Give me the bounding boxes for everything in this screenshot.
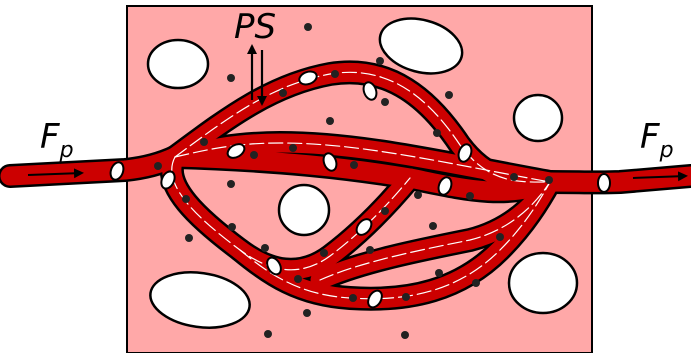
empty-space [509,253,577,313]
tracer-dot [294,275,302,283]
tracer-dot [304,23,312,31]
tracer-dot [227,74,235,82]
empty-space [148,40,208,88]
tracer-dot [182,195,190,203]
ps-label: PS [234,7,276,47]
tracer-dot [200,138,208,146]
tracer-dot [303,309,311,317]
tracer-dot [445,91,453,99]
tracer-dot [264,330,272,338]
tracer-dot [349,294,357,302]
tracer-dot [381,207,389,215]
tracer-dot [433,129,441,137]
tracer-dot [366,246,374,254]
tracer-dot [320,249,328,257]
tracer-dot [185,234,193,242]
tracer-dot [326,117,334,125]
tracer-dot [402,293,410,301]
tracer-dot [154,162,162,170]
tracer-dot [228,223,236,231]
tracer-dot [227,180,235,188]
tracer-dot [401,331,409,339]
tracer-dot [466,192,474,200]
tracer-dot [289,144,297,152]
flow-label-right: Fp [640,117,674,163]
tracer-dot [496,233,504,241]
tracer-dot [545,176,553,184]
tracer-dot [250,151,258,159]
tracer-dot [510,173,518,181]
tracer-dot [381,98,389,106]
empty-space [514,95,562,141]
tracer-dot [331,70,339,78]
tracer-dot [472,279,480,287]
tracer-dot [261,244,269,252]
tracer-dot [350,161,358,169]
tracer-dot [435,269,443,277]
tracer-dot [429,222,437,230]
tracer-dot [279,89,287,97]
tracer-dot [376,57,384,65]
blood-cell [598,174,610,192]
flow-label-left: Fp [40,117,74,163]
tracer-dot [414,191,422,199]
empty-space [279,185,329,235]
